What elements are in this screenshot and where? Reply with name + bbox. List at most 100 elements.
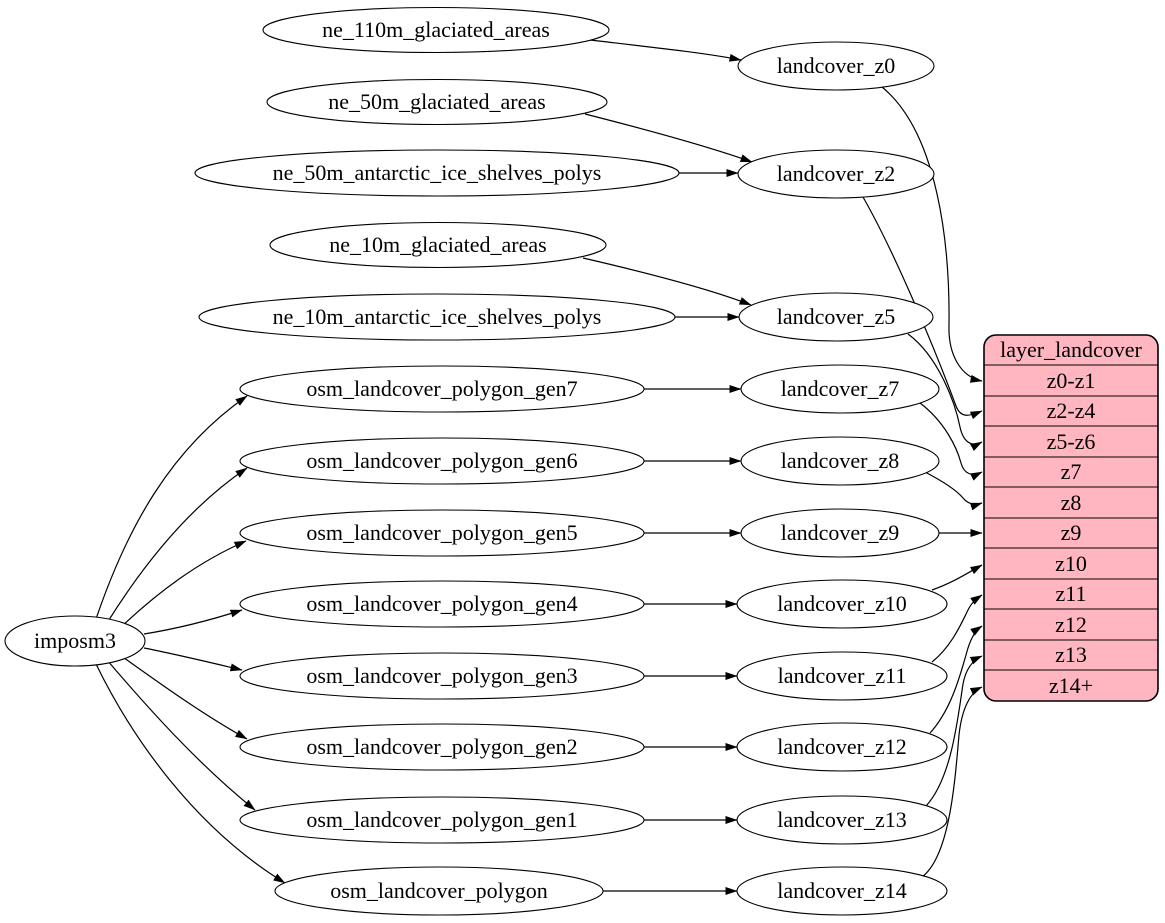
node-shape: [736, 651, 948, 701]
edge-landcover_z14-row-z14: [921, 686, 983, 878]
node-shape: [738, 292, 934, 342]
edge-landcover_z5-row-z5-z6: [907, 333, 983, 452]
node-landcover_z2: landcover_z2: [737, 149, 935, 199]
table-layer_landcover: layer_landcover z0-z1 z2-z4 z5-z6 z7 z8 …: [983, 334, 1159, 702]
node-osm_landcover_polygon_gen6: osm_landcover_polygon_gen6: [239, 437, 645, 485]
node-osm_landcover_polygon_gen2: osm_landcover_polygon_gen2: [239, 723, 645, 771]
node-label: osm_landcover_polygon_gen4: [306, 591, 577, 616]
node-shape: [4, 615, 146, 667]
node-osm_landcover_polygon_gen5: osm_landcover_polygon_gen5: [239, 509, 645, 557]
edge-landcover_z13-row-z13: [925, 655, 983, 807]
node-shape: [266, 78, 608, 126]
edge-imposm3-osm_landcover_polygon_gen5: [119, 540, 247, 629]
node-shape: [736, 579, 948, 629]
node-ne_50m_antarctic_ice_shelves_polys: ne_50m_antarctic_ice_shelves_polys: [194, 149, 680, 197]
node-landcover_z12: landcover_z12: [736, 722, 948, 772]
node-shape: [239, 652, 645, 700]
node-label: ne_110m_glaciated_areas: [322, 17, 550, 42]
node-label: landcover_z8: [781, 448, 900, 473]
node-label: ne_10m_glaciated_areas: [329, 232, 546, 257]
node-shape: [269, 221, 607, 269]
edge-imposm3-osm_landcover_polygon_gen3: [143, 647, 243, 672]
node-shape: [737, 149, 935, 199]
table-row-label: z11: [1056, 581, 1087, 606]
node-label: osm_landcover_polygon_gen3: [306, 663, 577, 688]
node-landcover_z9: landcover_z9: [740, 508, 940, 558]
node-ne_110m_glaciated_areas: ne_110m_glaciated_areas: [262, 6, 610, 54]
node-osm_landcover_polygon: osm_landcover_polygon: [274, 866, 604, 916]
node-label: landcover_z7: [781, 376, 900, 401]
node-shape: [736, 866, 948, 916]
node-shape: [740, 364, 940, 414]
edge-imposm3-osm_landcover_polygon_gen7: [95, 395, 248, 620]
node-shape: [737, 41, 935, 91]
node-label: osm_landcover_polygon_gen1: [306, 807, 577, 832]
edge-landcover_z2-row-z2-z4: [862, 196, 983, 420]
node-shape: [239, 723, 645, 771]
node-shape: [262, 6, 610, 54]
node-shape: [736, 795, 948, 845]
edge-imposm3-osm_landcover_polygon: [95, 663, 286, 884]
edge-ne_50m_glaciated_areas-landcover_z2: [584, 113, 753, 163]
node-label: landcover_z0: [777, 53, 896, 78]
node-label: ne_50m_glaciated_areas: [328, 89, 545, 114]
node-shape: [736, 722, 948, 772]
node-ne_10m_glaciated_areas: ne_10m_glaciated_areas: [269, 221, 607, 269]
node-imposm3: imposm3: [4, 615, 146, 667]
node-shape: [740, 508, 940, 558]
node-shape: [239, 365, 645, 413]
node-label: osm_landcover_polygon_gen2: [306, 734, 577, 759]
edge-imposm3-osm_landcover_polygon_gen2: [119, 654, 248, 740]
edges: [95, 39, 983, 895]
table-row-label: z7: [1061, 459, 1082, 484]
node-shape: [740, 436, 940, 486]
node-label: ne_50m_antarctic_ice_shelves_polys: [273, 160, 602, 185]
edge-landcover_z7-row-z7: [919, 402, 983, 481]
node-landcover_z5: landcover_z5: [738, 292, 934, 342]
edge-imposm3-osm_landcover_polygon_gen6: [106, 467, 248, 624]
edge-landcover_z11-row-z11: [931, 594, 983, 663]
node-label: osm_landcover_polygon_gen6: [306, 448, 577, 473]
node-label: osm_landcover_polygon: [330, 878, 548, 903]
node-landcover_z11: landcover_z11: [736, 651, 948, 701]
edge-ne_10m_glaciated_areas-landcover_z5: [582, 257, 752, 306]
node-label: landcover_z13: [777, 807, 907, 832]
edge-imposm3-osm_landcover_polygon_gen1: [106, 659, 256, 811]
table-row-label: z5-z6: [1047, 429, 1096, 454]
table-title: layer_landcover: [1000, 337, 1142, 362]
node-label: imposm3: [34, 628, 116, 653]
node-landcover_z0: landcover_z0: [737, 41, 935, 91]
edge-landcover_z10-row-z10: [931, 564, 983, 591]
table-row-label: z0-z1: [1047, 368, 1096, 393]
node-label: landcover_z5: [777, 304, 896, 329]
node-label: ne_10m_antarctic_ice_shelves_polys: [273, 304, 602, 329]
node-osm_landcover_polygon_gen3: osm_landcover_polygon_gen3: [239, 652, 645, 700]
table-row-label: z12: [1055, 612, 1087, 637]
edge-ne_110m_glaciated_areas-landcover_z0: [589, 39, 742, 62]
node-shape: [239, 580, 645, 628]
edge-landcover_z0-row-z0-z1: [881, 86, 983, 383]
node-label: landcover_z11: [778, 663, 907, 688]
table-row-label: z13: [1055, 642, 1087, 667]
node-label: landcover_z10: [777, 591, 907, 616]
edge-imposm3-osm_landcover_polygon_gen4: [143, 609, 243, 635]
node-label: landcover_z14: [777, 878, 907, 903]
node-landcover_z8: landcover_z8: [740, 436, 940, 486]
edge-landcover_z8-row-z8: [924, 471, 983, 511]
node-osm_landcover_polygon_gen4: osm_landcover_polygon_gen4: [239, 580, 645, 628]
table-row-label: z9: [1061, 520, 1082, 545]
node-ne_50m_glaciated_areas: ne_50m_glaciated_areas: [266, 78, 608, 126]
node-label: landcover_z9: [781, 520, 900, 545]
node-ne_10m_antarctic_ice_shelves_polys: ne_10m_antarctic_ice_shelves_polys: [198, 293, 676, 341]
node-label: landcover_z12: [777, 734, 907, 759]
node-shape: [239, 437, 645, 485]
node-osm_landcover_polygon_gen1: osm_landcover_polygon_gen1: [239, 796, 645, 844]
node-label: landcover_z2: [777, 161, 896, 186]
table-row-label: z2-z4: [1047, 398, 1096, 423]
node-label: osm_landcover_polygon_gen7: [306, 376, 577, 401]
node-landcover_z10: landcover_z10: [736, 579, 948, 629]
node-landcover_z13: landcover_z13: [736, 795, 948, 845]
node-shape: [198, 293, 676, 341]
